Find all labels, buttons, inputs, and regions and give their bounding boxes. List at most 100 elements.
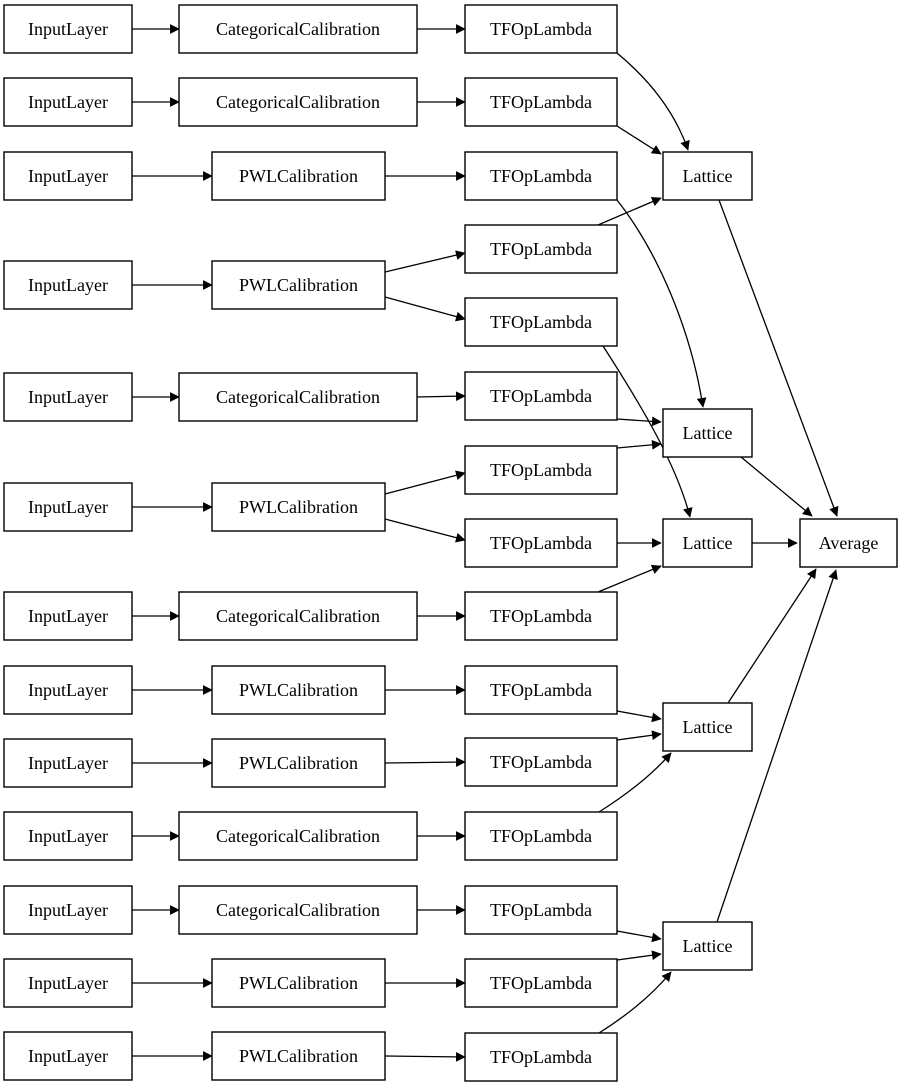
edge-t6-l2 <box>616 416 662 427</box>
categorical-calibration-label: CategoricalCalibration <box>216 606 380 626</box>
tf-op-lambda-label: TFOpLambda <box>490 166 592 186</box>
node-il7: InputLayer <box>3 591 133 641</box>
node-l5: Lattice <box>662 921 753 971</box>
input-layer-box <box>3 665 133 715</box>
node-t10: TFOpLambda <box>464 665 618 715</box>
lattice-box <box>662 921 753 971</box>
average-label: Average <box>819 533 879 553</box>
node-il9: InputLayer <box>3 738 133 788</box>
tf-op-lambda-box <box>464 737 618 787</box>
input-layer-box <box>3 958 133 1008</box>
tf-op-lambda-box <box>464 811 618 861</box>
tf-op-lambda-label: TFOpLambda <box>490 973 592 993</box>
categorical-calibration-box <box>178 885 418 935</box>
categorical-calibration-label: CategoricalCalibration <box>216 92 380 112</box>
lattice-label: Lattice <box>683 936 733 956</box>
tf-op-lambda-box <box>464 297 618 347</box>
input-layer-box <box>3 372 133 422</box>
edge-t12-l4 <box>598 752 672 813</box>
node-t2: TFOpLambda <box>464 77 618 127</box>
node-il13: InputLayer <box>3 1031 133 1081</box>
edge-c13-t15 <box>384 1052 466 1062</box>
input-layer-label: InputLayer <box>28 275 108 295</box>
categorical-calibration-label: CategoricalCalibration <box>216 900 380 920</box>
input-layer-label: InputLayer <box>28 92 108 112</box>
lattice-label: Lattice <box>683 717 733 737</box>
categorical-calibration-box <box>178 591 418 641</box>
node-c12: PWLCalibration <box>211 958 386 1008</box>
tf-op-lambda-box <box>464 958 618 1008</box>
tf-op-lambda-box <box>464 445 618 495</box>
edge-t13-l5 <box>616 930 662 943</box>
input-layer-box <box>3 811 133 861</box>
lattice-box <box>662 151 753 201</box>
pwl-calibration-label: PWLCalibration <box>239 753 358 773</box>
node-c13: PWLCalibration <box>211 1031 386 1081</box>
input-layer-box <box>3 591 133 641</box>
input-layer-label: InputLayer <box>28 387 108 407</box>
edge-l1-avg <box>718 199 839 517</box>
pwl-calibration-box <box>211 665 386 715</box>
node-t8: TFOpLambda <box>464 518 618 568</box>
node-il11: InputLayer <box>3 885 133 935</box>
tf-op-lambda-box <box>464 665 618 715</box>
tf-op-lambda-box <box>464 885 618 935</box>
lattice-box <box>662 518 753 568</box>
nodes-layer: InputLayerInputLayerInputLayerInputLayer… <box>3 4 898 1082</box>
edge-c5-t6 <box>416 391 466 402</box>
node-t3: TFOpLambda <box>464 151 618 201</box>
tf-op-lambda-box <box>464 4 618 54</box>
input-layer-box <box>3 738 133 788</box>
lattice-label: Lattice <box>683 533 733 553</box>
node-t5: TFOpLambda <box>464 297 618 347</box>
edge-t4-l1 <box>597 197 662 226</box>
pwl-calibration-label: PWLCalibration <box>239 166 358 186</box>
edge-t11-l4 <box>616 730 662 741</box>
tf-op-lambda-label: TFOpLambda <box>490 19 592 39</box>
input-layer-box <box>3 482 133 532</box>
node-c2: CategoricalCalibration <box>178 77 418 127</box>
pwl-calibration-box <box>211 260 386 310</box>
input-layer-box <box>3 260 133 310</box>
node-t12: TFOpLambda <box>464 811 618 861</box>
pwl-calibration-label: PWLCalibration <box>239 973 358 993</box>
node-t7: TFOpLambda <box>464 445 618 495</box>
pwl-calibration-label: PWLCalibration <box>239 1046 358 1066</box>
pwl-calibration-label: PWLCalibration <box>239 497 358 517</box>
pwl-calibration-box <box>211 738 386 788</box>
input-layer-box <box>3 77 133 127</box>
edge-t7-l2 <box>616 439 662 450</box>
average-box <box>799 518 898 568</box>
lattice-box <box>662 702 753 752</box>
categorical-calibration-box <box>178 811 418 861</box>
lattice-label: Lattice <box>683 166 733 186</box>
node-c7: CategoricalCalibration <box>178 591 418 641</box>
tf-op-lambda-label: TFOpLambda <box>490 533 592 553</box>
node-l4: Lattice <box>662 702 753 752</box>
pwl-calibration-box <box>211 151 386 201</box>
input-layer-label: InputLayer <box>28 973 108 993</box>
tf-op-lambda-label: TFOpLambda <box>490 386 592 406</box>
node-t15: TFOpLambda <box>464 1032 618 1082</box>
input-layer-label: InputLayer <box>28 826 108 846</box>
tf-op-lambda-label: TFOpLambda <box>490 92 592 112</box>
node-il12: InputLayer <box>3 958 133 1008</box>
node-il8: InputLayer <box>3 665 133 715</box>
tf-op-lambda-label: TFOpLambda <box>490 900 592 920</box>
input-layer-box <box>3 151 133 201</box>
input-layer-box <box>3 1031 133 1081</box>
input-layer-label: InputLayer <box>28 19 108 39</box>
node-il1: InputLayer <box>3 4 133 54</box>
categorical-calibration-label: CategoricalCalibration <box>216 387 380 407</box>
tf-op-lambda-label: TFOpLambda <box>490 752 592 772</box>
node-c4: PWLCalibration <box>211 260 386 310</box>
node-il5: InputLayer <box>3 372 133 422</box>
edge-c9-t11 <box>384 757 466 767</box>
categorical-calibration-box <box>178 77 418 127</box>
node-l3: Lattice <box>662 518 753 568</box>
tf-op-lambda-label: TFOpLambda <box>490 312 592 332</box>
input-layer-label: InputLayer <box>28 680 108 700</box>
node-c5: CategoricalCalibration <box>178 372 418 422</box>
tf-op-lambda-label: TFOpLambda <box>490 606 592 626</box>
